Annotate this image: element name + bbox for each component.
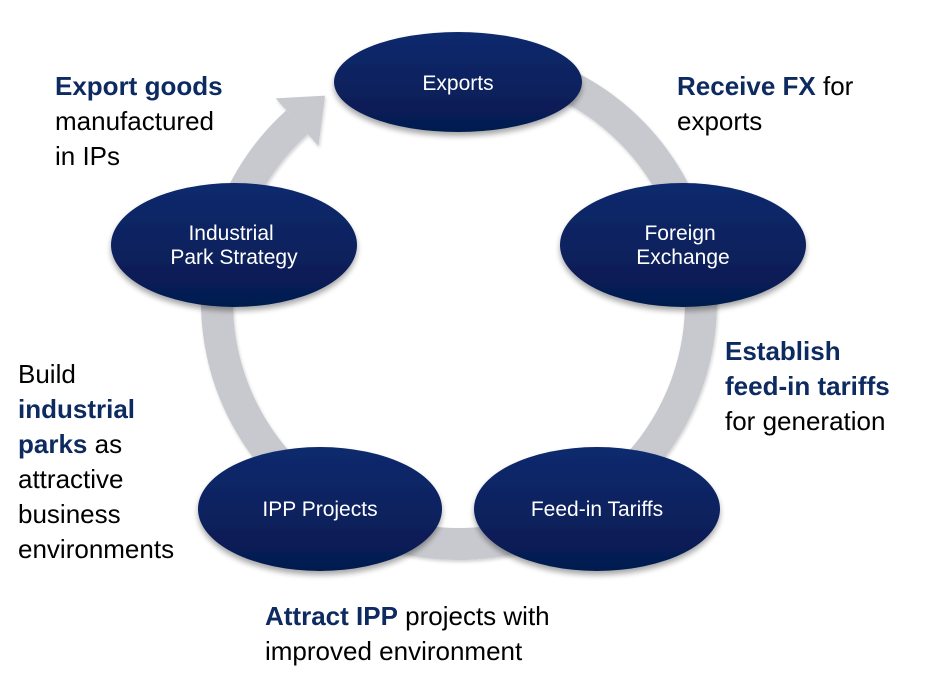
cycle-ring [200, 44, 717, 560]
node-feed-in-tariffs: Feed-in Tariffs [474, 447, 720, 571]
callout-attract-ipp: Attract IPP projects with improved envir… [265, 599, 550, 669]
cycle-nodes: Exports Foreign Exchange Industrial Park… [111, 32, 806, 571]
callout-export-goods-emphasis: Export goods [55, 71, 223, 101]
callout-build-parks-emphasis: parks [18, 429, 88, 459]
node-exports-label-line: Exports [422, 72, 493, 95]
node-industrial-park-strategy: Industrial Park Strategy [111, 183, 357, 307]
node-foreign-exchange-label: Foreign Exchange [636, 222, 729, 269]
callout-build-parks-emphasis: industrial [18, 394, 136, 424]
node-ipp-projects: IPP Projects [198, 447, 442, 571]
callout-build-parks-rest: as [87, 429, 123, 459]
node-industrial-park-strategy-label-line: Park Strategy [170, 246, 298, 269]
callout-export-goods-line: manufactured [55, 106, 214, 136]
callout-receive-fx-line: exports [677, 106, 763, 136]
node-exports-label: Exports [422, 72, 493, 95]
callout-attract-ipp-line: improved environment [265, 636, 523, 666]
node-foreign-exchange-label-line: Foreign [644, 222, 715, 245]
node-industrial-park-strategy-label: Industrial Park Strategy [170, 222, 298, 269]
callout-establish-tariffs: Establish feed-in tariffs for generation [725, 334, 890, 439]
node-industrial-park-strategy-label-line: Industrial [188, 222, 273, 245]
callout-export-goods: Export goods manufactured in IPs [55, 69, 223, 174]
callout-establish-tariffs-emphasis: feed-in tariffs [725, 371, 890, 401]
callout-attract-ipp-emphasis: Attract IPP [265, 601, 398, 631]
callout-build-parks-line: attractive [18, 464, 124, 494]
node-ipp-projects-shape [198, 447, 442, 571]
node-ipp-projects-label-line: IPP Projects [262, 498, 377, 521]
callout-receive-fx-emphasis: Receive FX [677, 71, 816, 101]
node-feed-in-tariffs-label: Feed-in Tariffs [531, 498, 663, 521]
node-ipp-projects-label: IPP Projects [262, 498, 377, 521]
callout-receive-fx: Receive FX for exports [677, 69, 853, 139]
node-foreign-exchange-label-line: Exchange [636, 246, 729, 269]
node-industrial-park-strategy-shape [111, 183, 357, 307]
callout-establish-tariffs-emphasis: Establish [725, 336, 841, 366]
node-exports: Exports [334, 32, 582, 132]
callout-attract-ipp-rest: projects with [397, 601, 550, 631]
node-foreign-exchange: Foreign Exchange [560, 183, 806, 307]
node-foreign-exchange-shape [560, 183, 806, 307]
callout-establish-tariffs-line: for generation [725, 406, 886, 436]
callout-build-parks: Build industrial parks as attractive bus… [18, 357, 174, 567]
cycle-arrowhead-icon [275, 95, 326, 146]
callout-receive-fx-rest: for [815, 71, 854, 101]
node-feed-in-tariffs-label-line: Feed-in Tariffs [531, 498, 663, 521]
callout-export-goods-line: in IPs [55, 141, 121, 171]
callout-build-parks-line: business [18, 499, 121, 529]
node-feed-in-tariffs-shape [474, 447, 720, 571]
node-exports-shape [334, 32, 582, 132]
callout-build-parks-line: environments [18, 534, 175, 564]
callout-build-parks-line: Build [18, 359, 76, 389]
